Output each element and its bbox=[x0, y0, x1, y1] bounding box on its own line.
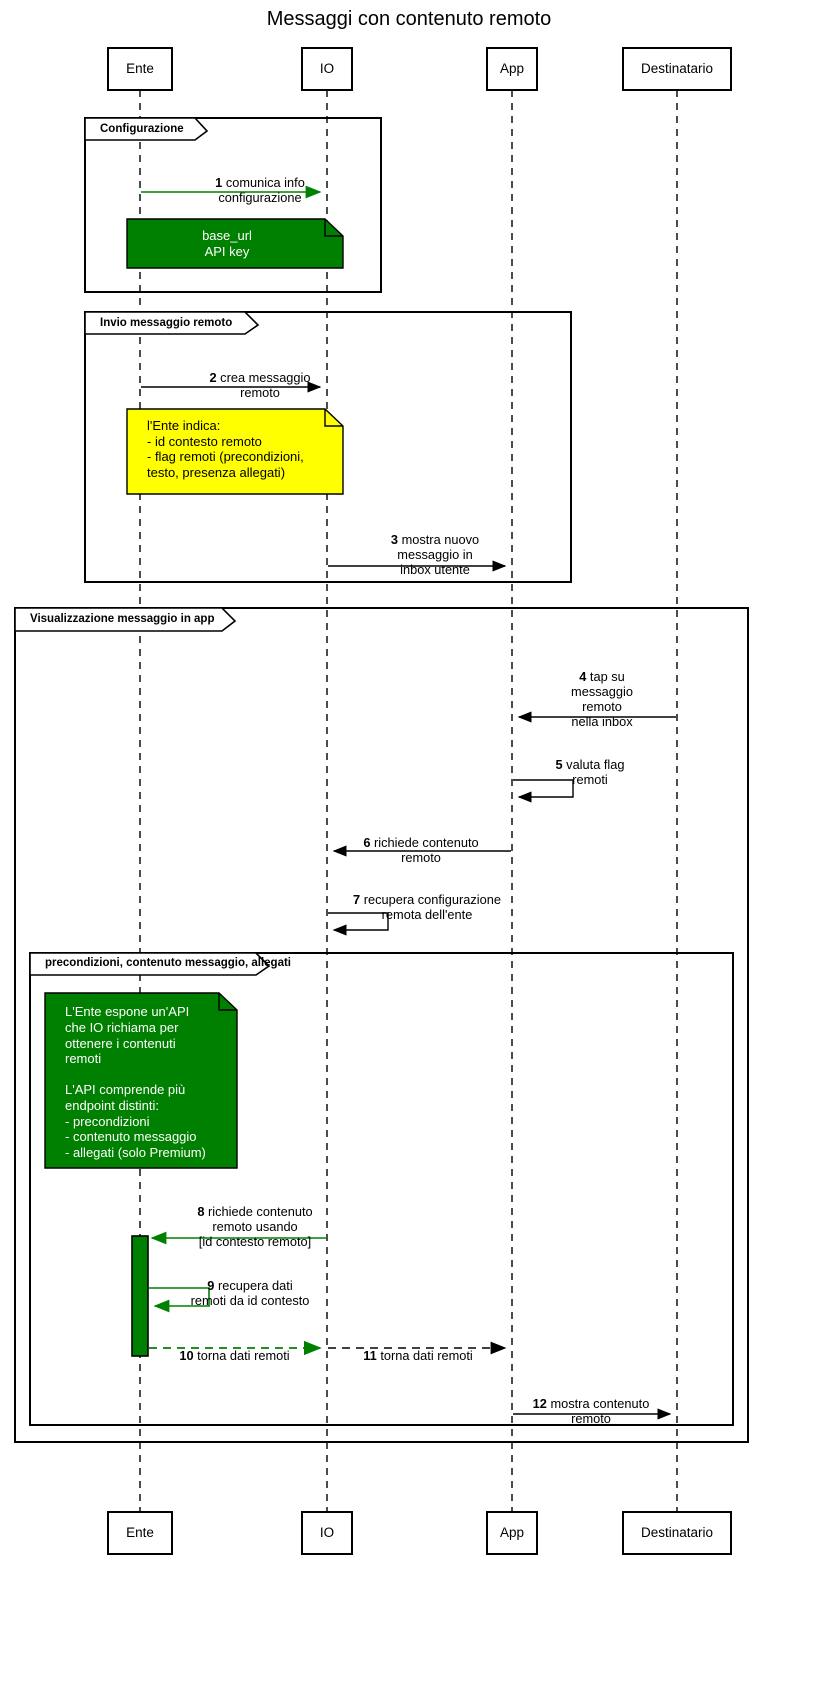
fragment-label-visualizzazione-messaggio-in-app: Visualizzazione messaggio in app bbox=[30, 613, 215, 625]
message-number-12: 12 bbox=[532, 1396, 547, 1412]
message-label-12: 12 mostra contenuto remoto bbox=[506, 1381, 676, 1426]
participant-ente-top[interactable]: Ente bbox=[126, 61, 154, 76]
page-title: Messaggi con contenuto remoto bbox=[266, 8, 552, 30]
message-text-7: recupera configurazione remota dell'ente bbox=[363, 892, 501, 923]
note-api-headline: L'Ente espone un'API bbox=[65, 1004, 190, 1019]
message-text-12: mostra contenuto remoto bbox=[550, 1396, 650, 1427]
message-number-9: 9 bbox=[207, 1278, 215, 1294]
message-text-4: tap su messaggio remoto nella inbox bbox=[571, 669, 633, 730]
message-text-6: richiede contenuto remoto bbox=[374, 835, 479, 866]
message-text-9: recupera dati remoti da id contesto bbox=[190, 1278, 310, 1309]
message-number-2: 2 bbox=[209, 370, 217, 386]
message-label-10: 10 torna dati remoti bbox=[152, 1333, 317, 1363]
message-label-6: 6 richiede contenuto remoto bbox=[336, 820, 506, 865]
note-ente-indica-text: l'Ente indica: - id contesto remoto - fl… bbox=[147, 418, 304, 480]
message-number-5: 5 bbox=[555, 757, 563, 773]
message-number-10: 10 bbox=[179, 1348, 194, 1364]
participant-io-bottom[interactable]: IO bbox=[319, 1525, 335, 1540]
message-number-6: 6 bbox=[363, 835, 371, 851]
note-api-shape bbox=[44, 992, 238, 1169]
message-number-4: 4 bbox=[579, 669, 587, 685]
message-label-11: 11 torna dati remoti bbox=[333, 1333, 503, 1363]
participant-destinatario-top[interactable]: Destinatario bbox=[640, 61, 714, 76]
participant-ente-bottom[interactable]: Ente bbox=[126, 1525, 154, 1540]
message-text-5: valuta flag remoti bbox=[566, 757, 625, 788]
participant-boxes-top bbox=[107, 47, 732, 91]
message-text-3: mostra nuovo messaggio in inbox utente bbox=[397, 532, 480, 578]
message-arrow-5-self bbox=[513, 779, 574, 803]
fragment-label-configurazione: Configurazione bbox=[100, 123, 184, 135]
message-text-1: comunica info configurazione bbox=[218, 175, 305, 206]
note-ente-indica-shape bbox=[126, 408, 344, 495]
message-label-7: 7 recupera configurazione remota dell'en… bbox=[337, 877, 517, 922]
message-text-10: torna dati remoti bbox=[197, 1348, 290, 1364]
message-label-1: 1 comunica info configurazione bbox=[150, 160, 370, 205]
participant-boxes-bottom bbox=[107, 1511, 732, 1555]
note-api-text: che IO richiama per ottenere i contenuti… bbox=[65, 1020, 206, 1160]
message-arrow-7-self bbox=[328, 912, 389, 936]
fragment-invio-messaggio-remoto bbox=[84, 311, 572, 583]
fragment-label-invio-messaggio-remoto: Invio messaggio remoto bbox=[100, 317, 233, 329]
participant-app-bottom[interactable]: App bbox=[499, 1525, 525, 1540]
fragment-visualizzazione-messaggio-in-app bbox=[14, 607, 749, 1443]
message-number-3: 3 bbox=[390, 532, 399, 548]
message-label-2: 2 crea messaggio remoto bbox=[150, 355, 370, 400]
participant-destinatario-bottom[interactable]: Destinatario bbox=[640, 1525, 714, 1540]
note-base-url-text: base_url API key bbox=[202, 228, 252, 259]
participant-io-top[interactable]: IO bbox=[319, 61, 335, 76]
fragment-precondizioni-contenuto-allegati bbox=[29, 952, 734, 1426]
message-number-1: 1 bbox=[215, 175, 223, 191]
message-text-2: crea messaggio remoto bbox=[220, 370, 311, 401]
message-label-5: 5 valuta flag remoti bbox=[520, 742, 660, 787]
activation-bar-ente bbox=[131, 1235, 149, 1357]
message-text-8: richiede contenuto remoto usando [id con… bbox=[198, 1204, 313, 1250]
message-number-8: 8 bbox=[197, 1204, 205, 1220]
message-arrow-9-self bbox=[149, 1287, 210, 1313]
note-base-url-shape bbox=[126, 218, 344, 269]
message-text-11: torna dati remoti bbox=[380, 1348, 473, 1364]
message-number-11: 11 bbox=[363, 1348, 377, 1364]
message-label-4: 4 tap su messaggio remoto nella inbox bbox=[530, 654, 674, 729]
message-label-9: 9 recupera dati remoti da id contesto bbox=[165, 1263, 335, 1308]
fragment-configurazione bbox=[84, 117, 382, 293]
fragment-label-precondizioni-contenuto-allegati: precondizioni, contenuto messaggio, alle… bbox=[45, 957, 292, 969]
participant-app-top[interactable]: App bbox=[499, 61, 525, 76]
message-number-7: 7 bbox=[353, 892, 361, 908]
message-label-3: 3 mostra nuovo messaggio in inbox utente bbox=[335, 517, 535, 577]
message-label-8: 8 richiede contenuto remoto usando [id c… bbox=[160, 1189, 350, 1249]
